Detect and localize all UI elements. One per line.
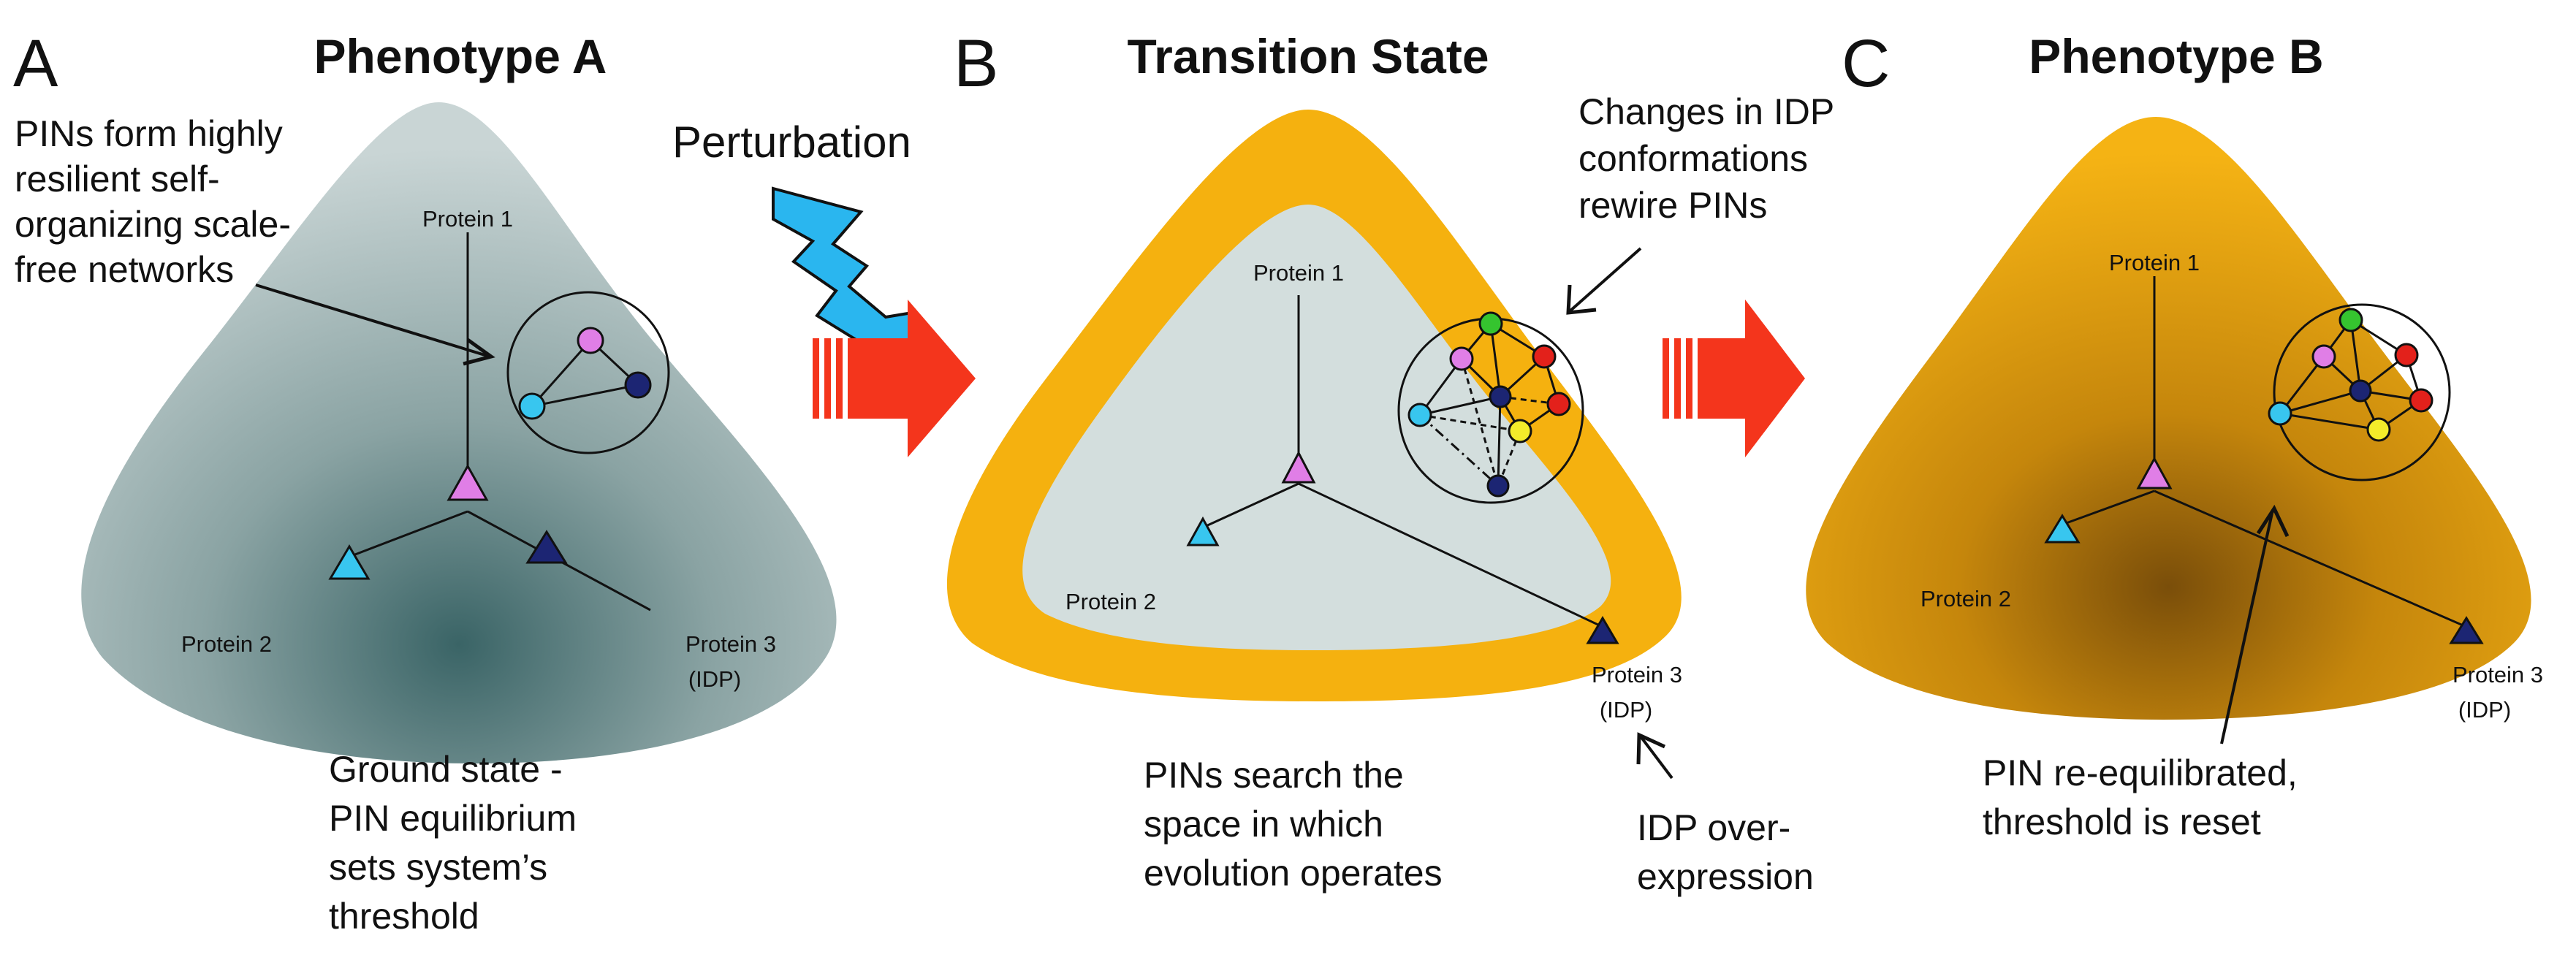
node-navy <box>1486 474 1510 498</box>
panel-c-title: Phenotype B <box>2029 29 2323 83</box>
protein1-triangle <box>1281 450 1316 484</box>
panel-c-protein3-idp: (IDP) <box>2458 697 2511 723</box>
panel-a-caption: Ground state - PIN equilibrium sets syst… <box>329 749 577 937</box>
node-red <box>2394 343 2419 367</box>
arrow-right-icon <box>1663 300 1805 457</box>
panel-a-annotation: PINs form highly resilient self- organiz… <box>15 113 291 290</box>
svg-text:IDP over-: IDP over- <box>1637 807 1790 848</box>
pin-inset-circle <box>506 291 670 454</box>
svg-text:Changes in IDP: Changes in IDP <box>1578 91 1834 132</box>
svg-text:expression: expression <box>1637 856 1814 897</box>
svg-text:evolution operates: evolution operates <box>1144 853 1443 894</box>
panel-a-letter: A <box>13 26 58 101</box>
phenotype-a-shape <box>81 102 837 763</box>
panel-b-protein3-idp: (IDP) <box>1600 697 1652 723</box>
node-pink <box>1449 346 1474 371</box>
panel-c-protein1-label: Protein 1 <box>2109 250 2200 275</box>
panel-c-letter: C <box>1842 26 1890 101</box>
overexpression-arrow <box>1639 735 1673 780</box>
phenotype-b-shape <box>1806 117 2531 720</box>
panel-b-title: Transition State <box>1127 29 1489 83</box>
protein3-triangle <box>2449 616 2484 644</box>
node-yellow <box>2366 417 2391 442</box>
node-navy <box>1489 385 1512 408</box>
arrow-right-icon <box>813 300 976 457</box>
protein2-triangle <box>1186 516 1220 546</box>
node-yellow <box>1508 419 1532 443</box>
panel-c-protein3-label: Protein 3 <box>2452 662 2543 687</box>
node-pink <box>2311 344 2336 369</box>
svg-text:conformations: conformations <box>1578 138 1808 179</box>
protein1-triangle <box>447 463 489 501</box>
svg-text:free networks: free networks <box>15 249 234 290</box>
svg-text:threshold is reset: threshold is reset <box>1983 801 2261 842</box>
panel-b-annotation: Changes in IDP conformations rewire PINs <box>1578 91 1834 226</box>
protein2-triangle <box>2044 514 2081 544</box>
transition-inner-shape <box>1022 205 1611 650</box>
node-cyan <box>2268 401 2292 426</box>
panel-b-caption: PINs search the space in which evolution… <box>1144 755 1443 894</box>
panel-a-protein2-label: Protein 2 <box>181 631 272 657</box>
annotation-arrowhead <box>1566 284 1597 315</box>
annotation-arrow <box>1568 247 1642 313</box>
svg-text:PINs search the: PINs search the <box>1144 755 1404 796</box>
node-navy <box>624 371 652 399</box>
pin-inset-circle <box>2273 303 2451 481</box>
panel-c-caption: PIN re-equilibrated, threshold is reset <box>1983 753 2298 842</box>
reset-arrow <box>2220 509 2274 744</box>
panel-a: A Phenotype A PINs form highly resilient… <box>13 26 837 937</box>
svg-text:resilient self-: resilient self- <box>15 159 220 199</box>
overexpression-arrowhead <box>1636 732 1666 765</box>
panel-b: B Transition State Changes in IDP confor… <box>946 26 1834 897</box>
node-red <box>1532 344 1557 369</box>
panel-a-protein1-label: Protein 1 <box>422 206 513 232</box>
node-red <box>1546 392 1571 416</box>
perturbation-label: Perturbation <box>672 118 911 167</box>
annotation-arrow <box>255 283 490 358</box>
svg-text:sets system’s: sets system’s <box>329 847 547 888</box>
panel-a-title: Phenotype A <box>314 29 607 83</box>
panel-b-caption2: IDP over- expression <box>1637 807 1814 897</box>
panel-b-protein2-label: Protein 2 <box>1065 589 1156 614</box>
node-green <box>1478 311 1503 336</box>
panel-b-protein3-label: Protein 3 <box>1592 662 1682 687</box>
node-green <box>2338 308 2363 332</box>
panel-c-protein2-label: Protein 2 <box>1920 586 2011 612</box>
annotation-arrowhead <box>463 338 495 366</box>
node-cyan <box>1407 403 1432 427</box>
svg-text:Ground state -: Ground state - <box>329 749 563 790</box>
panel-c: C Phenotype B Protein 1 Protein 2 Protei… <box>1806 26 2543 842</box>
svg-text:threshold: threshold <box>329 896 479 937</box>
node-cyan <box>518 392 546 420</box>
node-navy <box>2349 379 2372 403</box>
reset-arrowhead <box>2256 504 2290 538</box>
svg-text:space in which: space in which <box>1144 804 1383 845</box>
protein3-triangle <box>525 530 568 564</box>
svg-text:PIN re-equilibrated,: PIN re-equilibrated, <box>1983 753 2298 793</box>
panel-b-protein1-label: Protein 1 <box>1253 260 1344 286</box>
protein1-triangle <box>2136 456 2173 489</box>
panel-a-protein3-label: Protein 3 <box>685 631 776 657</box>
perturbation-group: Perturbation <box>672 118 976 457</box>
svg-text:PINs form highly: PINs form highly <box>15 113 283 154</box>
svg-text:organizing scale-: organizing scale- <box>15 204 291 245</box>
svg-text:rewire PINs: rewire PINs <box>1578 185 1767 226</box>
node-pink <box>577 327 604 354</box>
panel-b-letter: B <box>954 26 998 101</box>
panel-a-protein3-idp: (IDP) <box>688 666 741 692</box>
protein2-triangle <box>328 544 371 580</box>
protein3-triangle <box>1586 616 1619 644</box>
node-red <box>2409 388 2433 413</box>
svg-text:PIN equilibrium: PIN equilibrium <box>329 798 577 839</box>
